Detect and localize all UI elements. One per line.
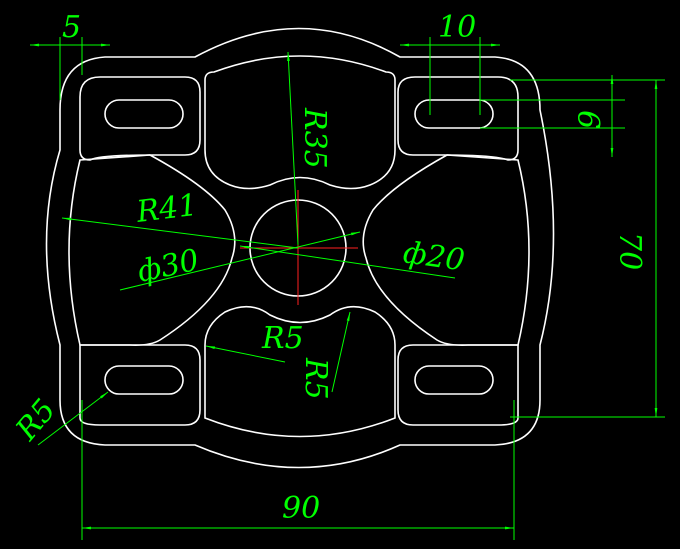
dim-r5-inner-label: R5 <box>261 321 304 356</box>
dim-r35-leader <box>287 51 299 246</box>
dim-r35-label: R35 <box>297 107 332 169</box>
dim-phi30-leader <box>119 231 361 291</box>
inner-pocket-top-left <box>79 76 201 161</box>
dim-r5-corner-leader <box>37 391 109 446</box>
dim-r5-corner-label: R5 <box>9 393 63 448</box>
slot-bottom-left <box>104 365 184 395</box>
dim-r41-leader <box>61 217 299 249</box>
dim-phi20-label: ф20 <box>401 235 467 278</box>
inner-pocket-top-right <box>397 76 519 161</box>
web-pocket-bottom <box>204 305 396 438</box>
dim-90-label: 90 <box>282 491 320 526</box>
web-pocket-top <box>204 55 396 190</box>
outer-profile <box>45 27 555 469</box>
dim-70-label: 70 <box>612 232 647 270</box>
dim-r5-arc-label: R5 <box>298 357 333 400</box>
dim-phi30-label: ф30 <box>134 243 202 290</box>
dim-6-label: 6 <box>570 110 605 129</box>
inner-pocket-bottom-left <box>79 344 201 426</box>
dim-r5-inner-leader <box>205 345 286 363</box>
web-pocket-left <box>68 154 236 346</box>
dim-r5-arc-leader <box>331 311 351 393</box>
dim-r41-label: R41 <box>134 188 200 230</box>
dim-phi20-leader <box>239 245 456 279</box>
dim-5-label: 5 <box>62 10 81 45</box>
slot-top-right <box>414 99 494 129</box>
web-pocket-right <box>362 154 530 346</box>
dim-10-label: 10 <box>438 10 476 45</box>
slot-top-left <box>104 99 184 129</box>
slot-bottom-right <box>414 365 494 395</box>
